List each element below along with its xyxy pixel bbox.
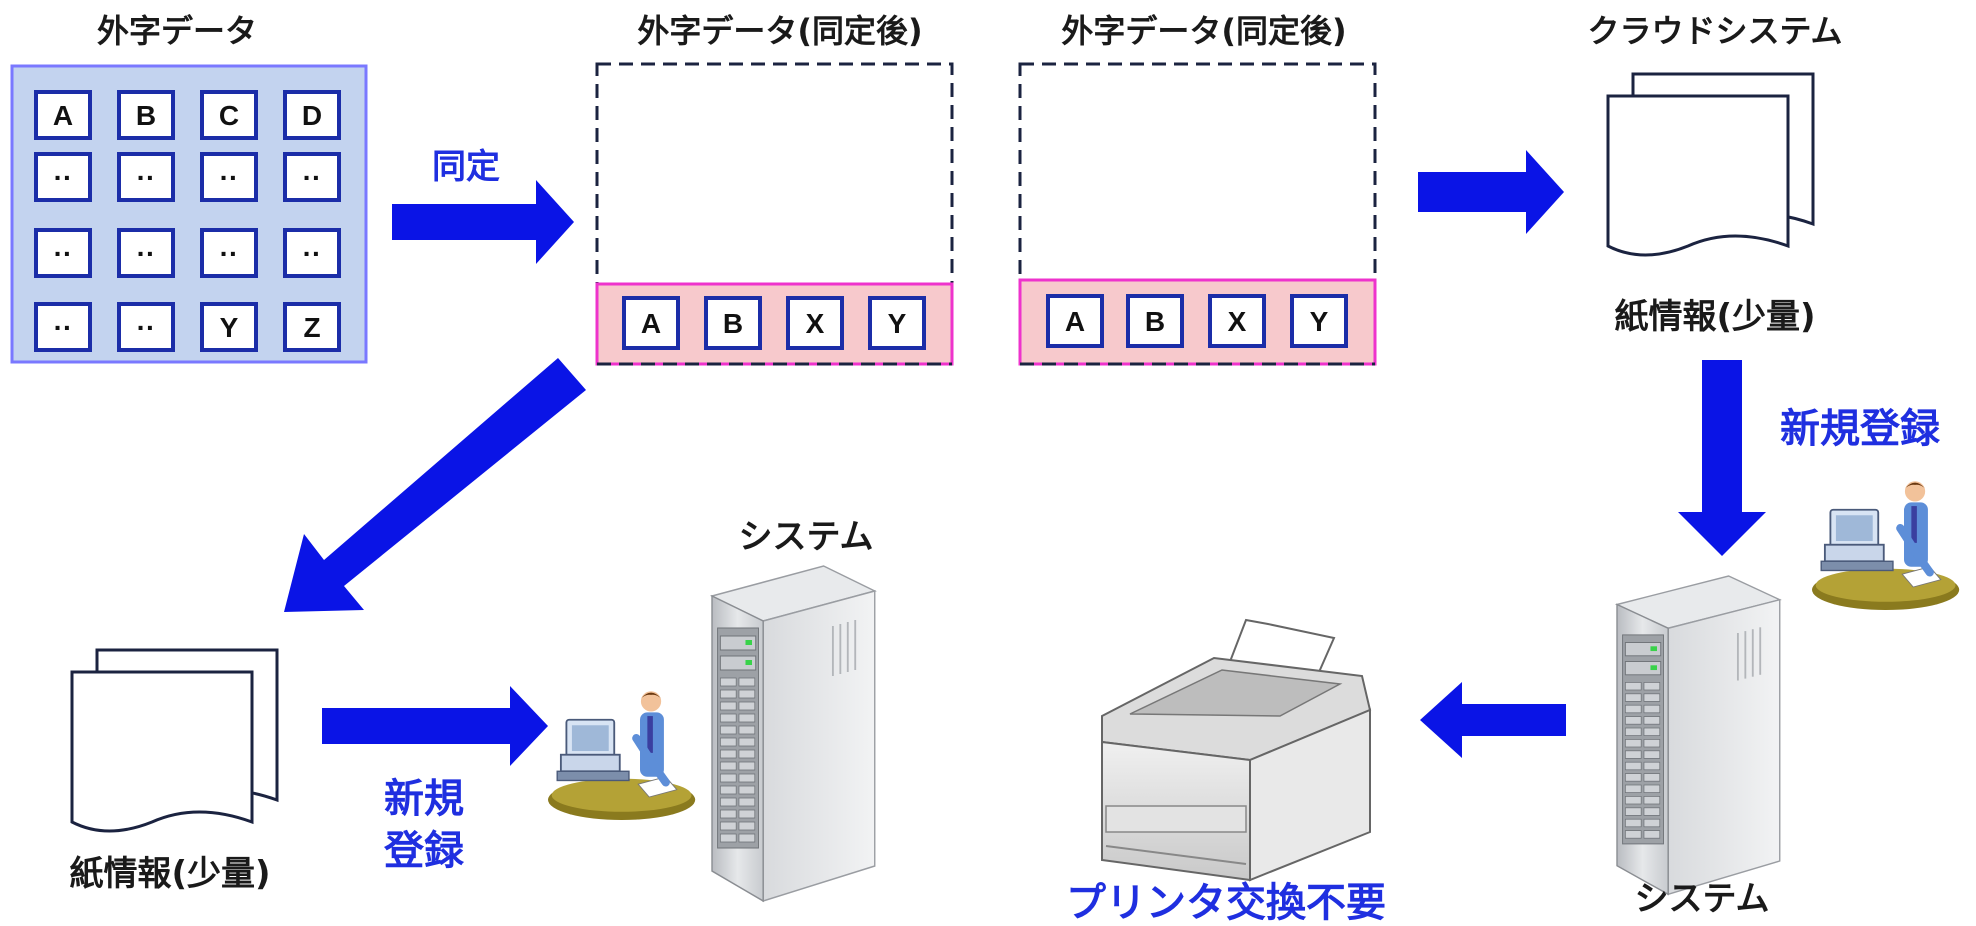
identified-char-cell: B — [704, 296, 762, 350]
grid-cell-text: Y — [220, 312, 239, 343]
identify-arrow — [392, 180, 574, 264]
left-paper-docs-icon — [70, 648, 279, 833]
grid-cell: A — [34, 90, 92, 140]
grid-cell-text: ·· — [303, 162, 322, 193]
to-cloud-arrow — [1418, 150, 1564, 234]
identified-char-cell-text: Y — [1310, 306, 1329, 337]
system-right-label: システム — [1635, 879, 1770, 919]
grid-cell: ·· — [34, 228, 92, 278]
printer-icon — [1101, 618, 1372, 882]
grid-cell-text: ·· — [54, 238, 73, 269]
grid-cell: B — [117, 90, 175, 140]
new-registration-right-label: 新規登録 — [1780, 406, 1941, 452]
identified-char-cell-text: B — [1145, 306, 1165, 337]
cloud-system-title: クラウドシステム — [1587, 12, 1842, 50]
cloud-paper-docs-icon — [1606, 72, 1815, 257]
source-char-grid: A B C D ·· ·· ·· ·· ·· ·· ·· ·· ·· ·· Y Z — [10, 64, 368, 364]
identified-char-cell: X — [1208, 294, 1266, 348]
identified-char-cell: X — [786, 296, 844, 350]
paper-info-small-left: 紙情報(少量) — [69, 854, 270, 894]
new-registration-left-line1: 新規 — [384, 776, 464, 822]
identified-data-title-1: 外字データ(同定後) — [637, 12, 922, 50]
identify-label: 同定 — [432, 147, 500, 187]
grid-cell: Z — [283, 302, 341, 352]
grid-cell-text: ·· — [303, 238, 322, 269]
grid-cell-text: Z — [303, 312, 320, 343]
new-registration-down-arrow — [1678, 360, 1766, 556]
grid-cell: ·· — [200, 228, 258, 278]
grid-cell: Y — [200, 302, 258, 352]
identified-data-title-2: 外字データ(同定後) — [1061, 12, 1346, 50]
grid-cell-text: ·· — [220, 162, 239, 193]
grid-cell-text: C — [219, 100, 239, 131]
person-at-desk-icon-left — [548, 691, 695, 820]
printer-caption: プリンタ交換不要 — [1066, 880, 1386, 926]
source-data-title: 外字データ — [97, 12, 257, 50]
system-left-label: システム — [739, 517, 874, 557]
grid-cell-text: ·· — [220, 238, 239, 269]
grid-cell: ·· — [117, 152, 175, 202]
grid-cell: ·· — [34, 302, 92, 352]
identified-char-cell-text: X — [806, 308, 825, 339]
grid-cell: ·· — [117, 228, 175, 278]
grid-cell-text: ·· — [54, 312, 73, 343]
identified-char-cell: Y — [868, 296, 926, 350]
identified-char-cell-text: X — [1228, 306, 1247, 337]
grid-cell-text: A — [53, 100, 73, 131]
person-at-desk-icon-right — [1812, 481, 1959, 610]
to-printer-arrow — [1420, 682, 1566, 758]
identified-char-cell-text: Y — [888, 308, 907, 339]
grid-cell-text: D — [302, 100, 322, 131]
identified-char-cell: Y — [1290, 294, 1348, 348]
identified-char-cell-text: A — [641, 308, 661, 339]
grid-cell: C — [200, 90, 258, 140]
grid-cell: ·· — [117, 302, 175, 352]
server-icon-right — [1616, 575, 1781, 896]
server-icon-left — [711, 565, 876, 902]
grid-cell: D — [283, 90, 341, 140]
grid-cell-text: ·· — [54, 162, 73, 193]
grid-cell: ·· — [283, 152, 341, 202]
grid-cell-text: ·· — [137, 238, 156, 269]
identified-char-cell: B — [1126, 294, 1184, 348]
identified-char-cell-text: A — [1065, 306, 1085, 337]
left-new-registration-arrow — [322, 686, 548, 766]
paper-info-small-right: 紙情報(少量) — [1614, 297, 1815, 337]
grid-cell-text: B — [136, 100, 156, 131]
identified-char-cell: A — [622, 296, 680, 350]
grid-cell-text: ·· — [137, 312, 156, 343]
new-registration-left-line2: 登録 — [383, 828, 465, 874]
grid-cell: ·· — [200, 152, 258, 202]
identified-char-cell-text: B — [723, 308, 743, 339]
grid-cell: ·· — [283, 228, 341, 278]
grid-cell-text: ·· — [137, 162, 156, 193]
identified-char-cell: A — [1046, 294, 1104, 348]
grid-cell: ·· — [34, 152, 92, 202]
diagonal-down-left-arrow — [284, 358, 586, 612]
